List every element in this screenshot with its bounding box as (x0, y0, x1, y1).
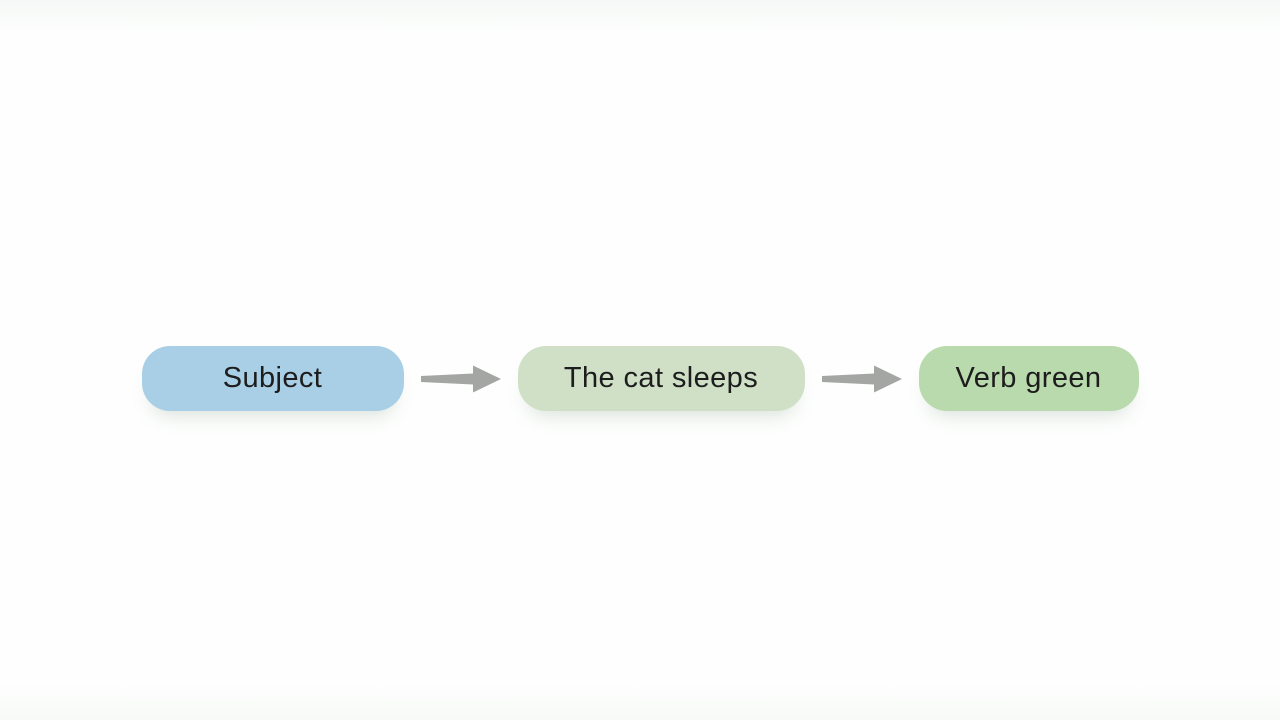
node-subject: Subject (141, 346, 404, 411)
node-subject-label: Subject (222, 362, 323, 394)
node-verb-label: Verb green (955, 362, 1102, 394)
arrow-right-icon (420, 365, 501, 392)
node-sentence: The cat sleeps (517, 346, 805, 411)
node-verb: Verb green (918, 346, 1139, 411)
arrow-right-icon (821, 365, 902, 392)
flow-row: Subject The cat sleeps Verb green (0, 346, 1280, 411)
node-sentence-label: The cat sleeps (563, 362, 759, 394)
